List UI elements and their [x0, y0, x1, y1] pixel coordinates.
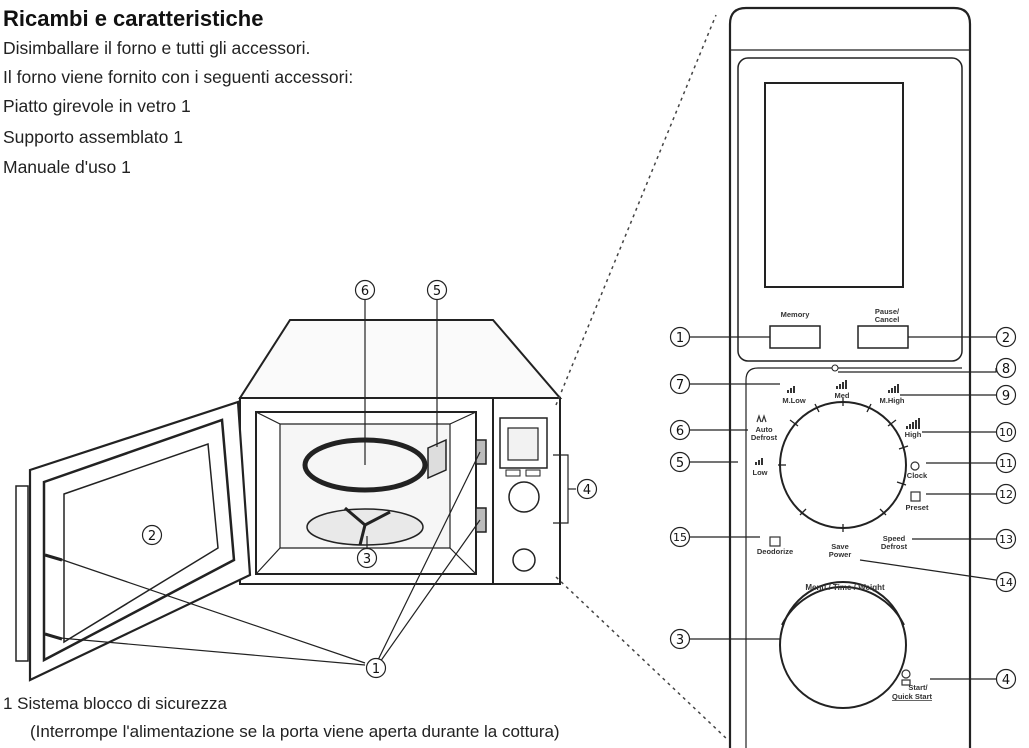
section-title: Ricambi e caratteristiche	[3, 6, 264, 31]
label-med: Med	[835, 391, 850, 400]
pause-cancel-button	[857, 325, 909, 349]
footnote-detail: (Interrompe l'alimentazione se la porta …	[30, 722, 560, 741]
auto-defrost-icon	[756, 414, 767, 423]
display-window	[764, 82, 904, 288]
label-deodorize: Deodorize	[757, 547, 793, 556]
panel-callout-11: 11	[999, 457, 1013, 470]
label-memory: Memory	[781, 310, 811, 319]
label-cancel: Cancel	[875, 315, 900, 324]
deodorize-icon	[769, 536, 781, 547]
oven-illustration	[15, 319, 563, 682]
panel-callout-4: 4	[1002, 673, 1010, 688]
accessory-manual: Manuale d'uso 1	[3, 157, 131, 177]
oven-leaders	[59, 300, 576, 666]
panel-callout-9: 9	[1002, 389, 1010, 404]
intro-line-2: Il forno viene fornito con i seguenti ac…	[3, 67, 354, 87]
menu-dial	[779, 581, 907, 709]
label-low: Low	[753, 468, 768, 477]
callout-2: 2	[148, 529, 156, 544]
waveguide-cover	[427, 438, 447, 480]
oven-door	[28, 400, 252, 682]
label-auto-defrost: Defrost	[751, 433, 778, 442]
callout-1: 1	[372, 662, 380, 677]
callout-6: 6	[361, 284, 369, 299]
label-pause: Pause/	[875, 307, 900, 316]
label-clock: Clock	[907, 471, 928, 480]
footnote-item: 1 Sistema blocco di sicurezza	[3, 694, 227, 713]
callout-3: 3	[363, 552, 371, 567]
dial-ticks	[778, 398, 909, 532]
panel-callout-14: 14	[999, 576, 1013, 589]
small-display	[499, 417, 548, 469]
small-menu-knob	[512, 548, 536, 572]
clock-icon	[910, 461, 920, 471]
control-panel-enlarged	[728, 6, 972, 748]
label-mhigh: M.High	[880, 396, 905, 405]
panel-callout-7: 7	[676, 378, 684, 393]
label-speed: Speed	[883, 534, 906, 543]
control-panel-small	[492, 397, 561, 585]
power-dial	[779, 401, 907, 529]
label-speed-defrost: Defrost	[881, 542, 908, 551]
interlock-upper	[475, 439, 487, 465]
panel-labels: Memory Pause/ Cancel M.Low Med M.High Hi…	[751, 307, 933, 701]
panel-callout-3: 3	[676, 633, 684, 648]
oven-callouts: 6 5 4 3 2 1	[141, 279, 598, 679]
panel-callouts: 1 2 7 8 9 6 10 5 11 12 15 13 14	[669, 326, 1017, 690]
panel-callout-15: 15	[673, 531, 687, 544]
callout-5: 5	[433, 284, 441, 299]
panel-callout-12: 12	[999, 488, 1013, 501]
start-icon	[901, 669, 911, 679]
display-frame	[737, 57, 963, 362]
callout-4: 4	[583, 483, 591, 498]
label-auto: Auto	[755, 425, 772, 434]
label-start: Start/	[908, 683, 928, 692]
zoom-lines	[555, 14, 729, 741]
label-menu-time-weight: Menu / Time / Weight	[805, 583, 885, 592]
label-save: Save	[831, 542, 849, 551]
interlock-lower	[475, 507, 487, 533]
panel-callout-2: 2	[1002, 331, 1010, 346]
panel-symbol-icons	[756, 414, 921, 686]
small-power-knob	[508, 481, 540, 513]
label-mlow: M.Low	[782, 396, 805, 405]
accessory-support: Supporto assemblato 1	[3, 127, 183, 147]
label-high: High	[905, 430, 922, 439]
label-save-power: Power	[829, 550, 852, 559]
roller-support	[344, 506, 391, 546]
power-level-glyphs	[755, 380, 920, 465]
preset-icon	[910, 491, 921, 502]
label-preset: Preset	[906, 503, 929, 512]
accessory-turntable: Piatto girevole in vetro 1	[3, 96, 191, 116]
oven-top	[238, 319, 563, 399]
panel-callout-6: 6	[676, 424, 684, 439]
memory-button	[769, 325, 821, 349]
panel-callout-10: 10	[999, 426, 1013, 439]
door-hinge	[15, 485, 29, 662]
panel-callout-8: 8	[1002, 362, 1010, 377]
panel-callout-5: 5	[676, 456, 684, 471]
label-quick-start: Quick Start	[892, 692, 933, 701]
panel-callout-1: 1	[676, 331, 684, 346]
intro-line-1: Disimballare il forno e tutti gli access…	[3, 38, 311, 58]
panel-callout-13: 13	[999, 533, 1013, 546]
